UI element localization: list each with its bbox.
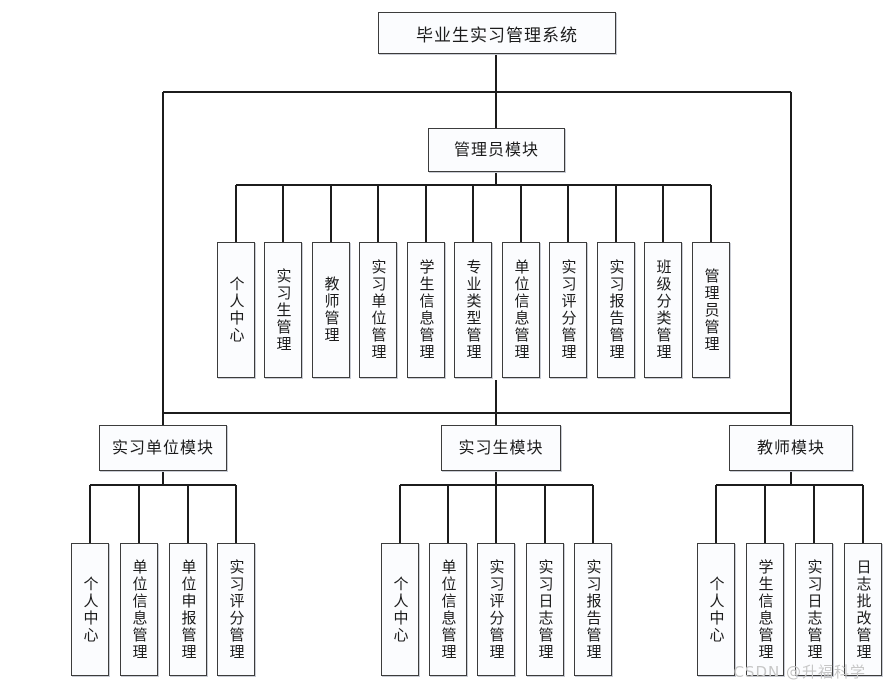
node-label: 个人中心 (81, 575, 100, 644)
node-admin-child-intern-management[interactable]: 实习生管理 (264, 242, 302, 378)
node-unit-child-intern-score-management[interactable]: 实习评分管理 (217, 543, 255, 676)
node-label: 实习生管理 (274, 267, 293, 353)
node-module-intern-unit[interactable]: 实习单位模块 (99, 425, 227, 471)
node-label: 学生信息管理 (756, 558, 775, 661)
node-admin-child-intern-score-management[interactable]: 实习评分管理 (549, 242, 587, 378)
node-label: 实习单位模块 (111, 438, 214, 458)
node-unit-child-personal-center[interactable]: 个人中心 (71, 543, 109, 676)
node-label: 实习评分管理 (487, 558, 506, 661)
node-label: 个人中心 (707, 575, 726, 644)
node-student-child-unit-info-management[interactable]: 单位信息管理 (429, 543, 467, 676)
node-label: 实习生模块 (458, 438, 544, 458)
node-admin-child-student-info-management[interactable]: 学生信息管理 (407, 242, 445, 378)
node-student-child-intern-score-management[interactable]: 实习评分管理 (477, 543, 515, 676)
node-teacher-child-log-review-management[interactable]: 日志批改管理 (844, 543, 882, 676)
node-label: 单位信息管理 (130, 558, 149, 661)
node-label: 单位信息管理 (512, 259, 531, 361)
node-label: 单位申报管理 (179, 558, 198, 661)
node-module-admin[interactable]: 管理员模块 (428, 128, 565, 172)
node-label: 实习报告管理 (584, 558, 603, 661)
node-teacher-child-student-info-management[interactable]: 学生信息管理 (746, 543, 784, 676)
node-label: 管理员模块 (453, 140, 539, 160)
node-student-child-intern-report-management[interactable]: 实习报告管理 (574, 543, 612, 676)
node-module-intern-student[interactable]: 实习生模块 (441, 425, 561, 471)
node-admin-child-class-category-management[interactable]: 班级分类管理 (644, 242, 682, 378)
node-unit-child-unit-info-management[interactable]: 单位信息管理 (120, 543, 158, 676)
node-label: 实习单位管理 (369, 259, 388, 361)
node-admin-child-administrator-management[interactable]: 管理员管理 (692, 242, 730, 378)
node-label: 实习评分管理 (559, 259, 578, 361)
node-unit-child-unit-declaration-management[interactable]: 单位申报管理 (169, 543, 207, 676)
node-label: 实习评分管理 (227, 558, 246, 661)
node-label: 教师管理 (322, 276, 341, 344)
node-label: 实习日志管理 (805, 558, 824, 661)
node-label: 管理员管理 (702, 267, 721, 353)
node-label: 日志批改管理 (854, 558, 873, 661)
node-teacher-child-intern-log-management[interactable]: 实习日志管理 (795, 543, 833, 676)
node-student-child-personal-center[interactable]: 个人中心 (381, 543, 419, 676)
node-label: 单位信息管理 (439, 558, 458, 661)
node-label: 班级分类管理 (654, 259, 673, 361)
node-label: 实习日志管理 (536, 558, 555, 661)
node-module-teacher[interactable]: 教师模块 (729, 425, 853, 471)
node-label: 个人中心 (391, 575, 410, 644)
node-label: 个人中心 (227, 276, 246, 344)
node-student-child-intern-log-management[interactable]: 实习日志管理 (526, 543, 564, 676)
node-label: 专业类型管理 (464, 259, 483, 361)
node-teacher-child-personal-center[interactable]: 个人中心 (697, 543, 735, 676)
node-admin-child-teacher-management[interactable]: 教师管理 (312, 242, 350, 378)
node-admin-child-major-type-management[interactable]: 专业类型管理 (454, 242, 492, 378)
node-label: 教师模块 (756, 438, 825, 458)
csdn-watermark: CSDN @升福科学 (733, 663, 866, 681)
node-label: 学生信息管理 (417, 259, 436, 361)
node-admin-child-intern-unit-management[interactable]: 实习单位管理 (359, 242, 397, 378)
node-admin-child-intern-report-management[interactable]: 实习报告管理 (597, 242, 635, 378)
node-label: 毕业生实习管理系统 (416, 25, 578, 46)
node-admin-child-personal-center[interactable]: 个人中心 (217, 242, 255, 378)
node-root-system[interactable]: 毕业生实习管理系统 (378, 12, 616, 54)
node-admin-child-unit-info-management[interactable]: 单位信息管理 (502, 242, 540, 378)
node-label: 实习报告管理 (607, 259, 626, 361)
